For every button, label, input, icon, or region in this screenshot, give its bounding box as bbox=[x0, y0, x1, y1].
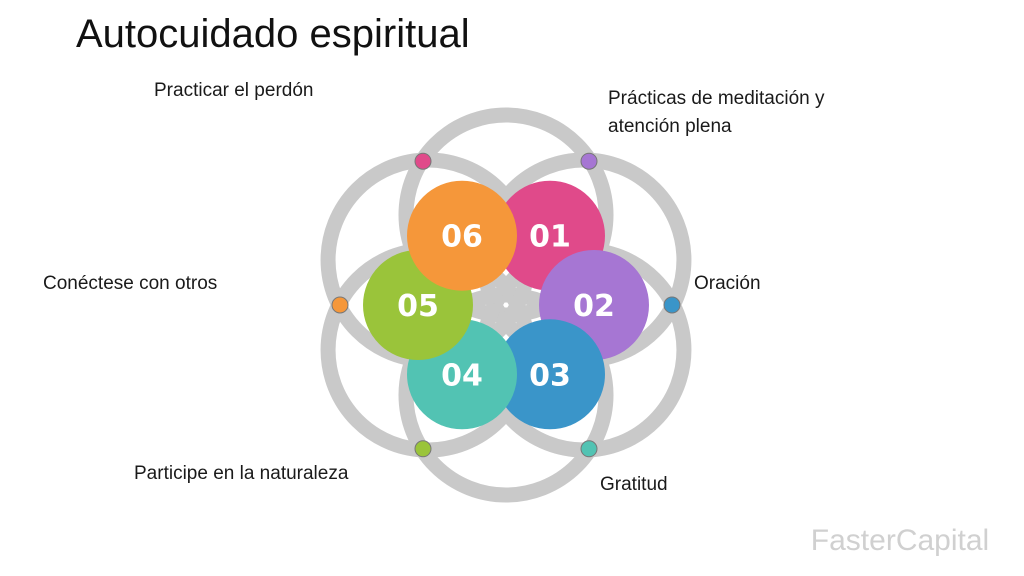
dot-04 bbox=[580, 440, 598, 458]
dot-06 bbox=[331, 296, 349, 314]
page-title: Autocuidado espiritual bbox=[76, 12, 470, 56]
label-item-06: Practicar el perdón bbox=[154, 80, 314, 101]
dot-01 bbox=[414, 152, 432, 170]
dot-02 bbox=[580, 152, 598, 170]
petal-number-04: 04 bbox=[441, 358, 483, 393]
watermark: FasterCapital bbox=[811, 524, 989, 557]
label-item-02: Oración bbox=[694, 273, 761, 294]
label-item-03: Gratitud bbox=[600, 474, 668, 495]
petal-number-03: 03 bbox=[529, 358, 571, 393]
label-item-04: Participe en la naturaleza bbox=[134, 463, 349, 484]
petal-number-01: 01 bbox=[529, 220, 571, 255]
dot-05 bbox=[414, 440, 432, 458]
connector-dots bbox=[331, 152, 681, 458]
petal-number-02: 02 bbox=[573, 289, 615, 324]
petal-number-05: 05 bbox=[397, 289, 439, 324]
label-item-05: Conéctese con otros bbox=[43, 273, 218, 294]
dot-03 bbox=[663, 296, 681, 314]
petal-06 bbox=[407, 180, 517, 291]
petal-03 bbox=[495, 319, 605, 430]
label-item-01: Prácticas de meditación y atención plena bbox=[608, 88, 825, 137]
petal-number-06: 06 bbox=[441, 220, 483, 255]
